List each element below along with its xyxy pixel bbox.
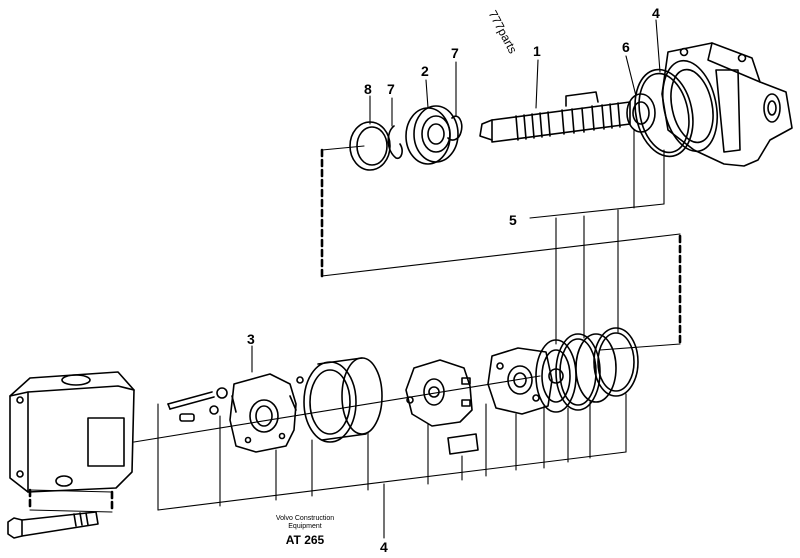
lower-o-rings (555, 327, 639, 411)
credit-line-1: Volvo Construction (275, 515, 335, 522)
snap-ring-left (387, 125, 403, 160)
front-pump-housing (661, 42, 793, 167)
callout-snap-ring-right: 7 (451, 45, 459, 61)
drawing-code: AT 265 (285, 533, 325, 547)
plate-screws (167, 387, 228, 422)
callout-lower-seal-kit: 4 (380, 539, 388, 555)
credit-line-2: Equipment (288, 523, 322, 530)
lower-left-bracket-dashed (28, 488, 114, 514)
pressure-plate (487, 347, 553, 415)
callout-snap-ring-left: 7 (387, 81, 395, 97)
lower-leader-lines (133, 345, 627, 539)
housing-bolt (7, 511, 99, 539)
drive-shaft (479, 91, 631, 143)
lower-left-bracket-lines (29, 489, 113, 513)
rear-housing-plate (229, 373, 297, 453)
upper-bracket-lines (321, 129, 681, 351)
ball-bearing (405, 105, 459, 165)
callout-retaining-ring: 8 (364, 81, 372, 97)
callout-shaft-seal: 6 (622, 39, 630, 55)
vane-key (447, 433, 479, 455)
retaining-ring (349, 121, 391, 171)
callout-seal-kit: 5 (509, 212, 517, 228)
shaft-seal (626, 93, 656, 133)
upper-bracket-dashed (320, 148, 682, 346)
publisher-credit: Volvo Construction Equipment (266, 515, 344, 531)
snap-ring-right (447, 115, 463, 141)
callout-bearing: 2 (421, 63, 429, 79)
front-o-ring (634, 68, 694, 158)
callout-rear-housing-plate: 3 (247, 331, 255, 347)
upper-leader-lines (369, 19, 661, 127)
callout-shaft: 1 (533, 43, 541, 59)
cam-ring (296, 357, 383, 443)
callout-front-o-ring: 4 (652, 5, 660, 21)
rotor (405, 359, 473, 427)
rear-pump-housing (9, 371, 135, 493)
